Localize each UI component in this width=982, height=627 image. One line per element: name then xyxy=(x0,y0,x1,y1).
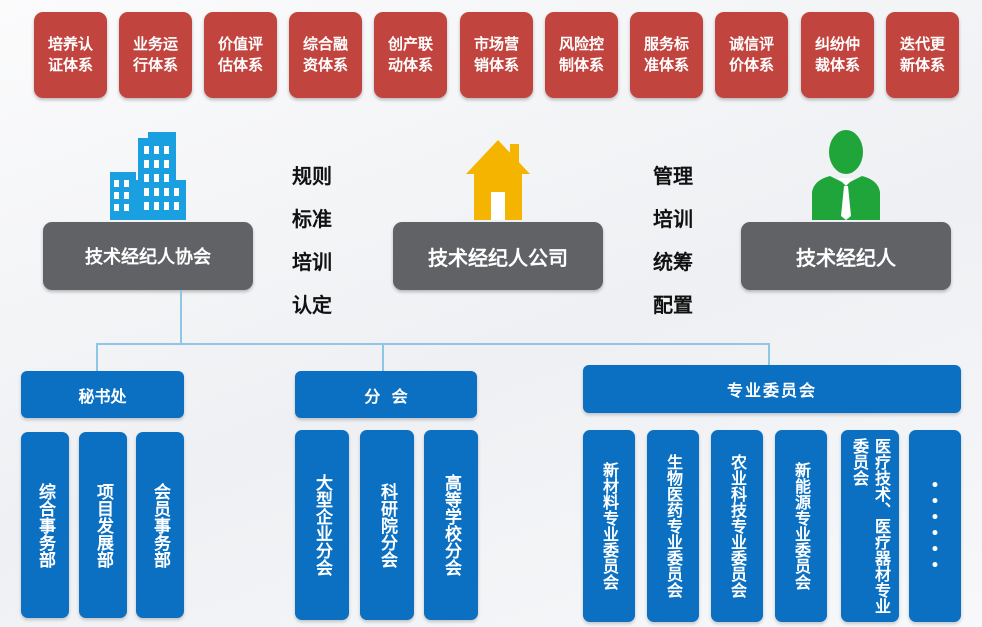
system-box: 综合融资体系 xyxy=(289,12,362,98)
right-word: 管理 xyxy=(653,164,693,188)
system-box: 培养认证体系 xyxy=(34,12,107,98)
branch-item: 科研院分会 xyxy=(360,430,414,620)
broker-box: 技术经纪人 xyxy=(741,222,951,290)
secretariat-item: 综合事务部 xyxy=(21,432,69,618)
branch-item: 大型企业分会 xyxy=(295,430,349,620)
system-box: 创产联动体系 xyxy=(374,12,447,98)
committee-item: 医疗技术、医疗器材专业委员会 xyxy=(841,430,899,622)
committee-header: 专业委员会 xyxy=(583,365,961,413)
connector-line xyxy=(382,343,384,371)
left-word: 培训 xyxy=(292,250,332,274)
system-box: 服务标准体系 xyxy=(630,12,703,98)
system-box: 风险控制体系 xyxy=(545,12,618,98)
committee-item: 新能源专业委员会 xyxy=(775,430,827,622)
committee-item-more: •••••• xyxy=(909,430,961,622)
right-word: 配置 xyxy=(653,293,693,317)
system-box: 纠纷仲裁体系 xyxy=(801,12,874,98)
left-word: 认定 xyxy=(292,293,332,317)
house-icon xyxy=(466,140,530,220)
connector-line xyxy=(180,290,182,344)
left-word: 规则 xyxy=(292,164,332,188)
connector-line xyxy=(768,343,770,365)
left-word: 标准 xyxy=(292,207,332,231)
building-icon xyxy=(110,132,186,220)
branch-item: 高等学校分会 xyxy=(424,430,478,620)
secretariat-header: 秘书处 xyxy=(21,371,184,418)
system-box: 市场营销体系 xyxy=(460,12,533,98)
connector-line xyxy=(96,343,98,371)
committee-item: 生物医药专业委员会 xyxy=(647,430,699,622)
secretariat-item: 项目发展部 xyxy=(79,432,127,618)
committee-item: 新材料专业委员会 xyxy=(583,430,635,622)
system-box: 业务运行体系 xyxy=(119,12,192,98)
association-box: 技术经纪人协会 xyxy=(43,222,253,290)
system-box: 诚信评价体系 xyxy=(715,12,788,98)
company-box: 技术经纪人公司 xyxy=(393,222,603,290)
secretariat-item: 会员事务部 xyxy=(136,432,184,618)
system-box: 迭代更新体系 xyxy=(886,12,959,98)
connector-line xyxy=(96,343,769,345)
branch-header: 分 会 xyxy=(295,371,477,418)
right-word: 统筹 xyxy=(653,250,693,274)
system-box: 价值评估体系 xyxy=(204,12,277,98)
person-icon xyxy=(812,130,880,220)
committee-item: 农业科技专业委员会 xyxy=(711,430,763,622)
right-word: 培训 xyxy=(653,207,693,231)
